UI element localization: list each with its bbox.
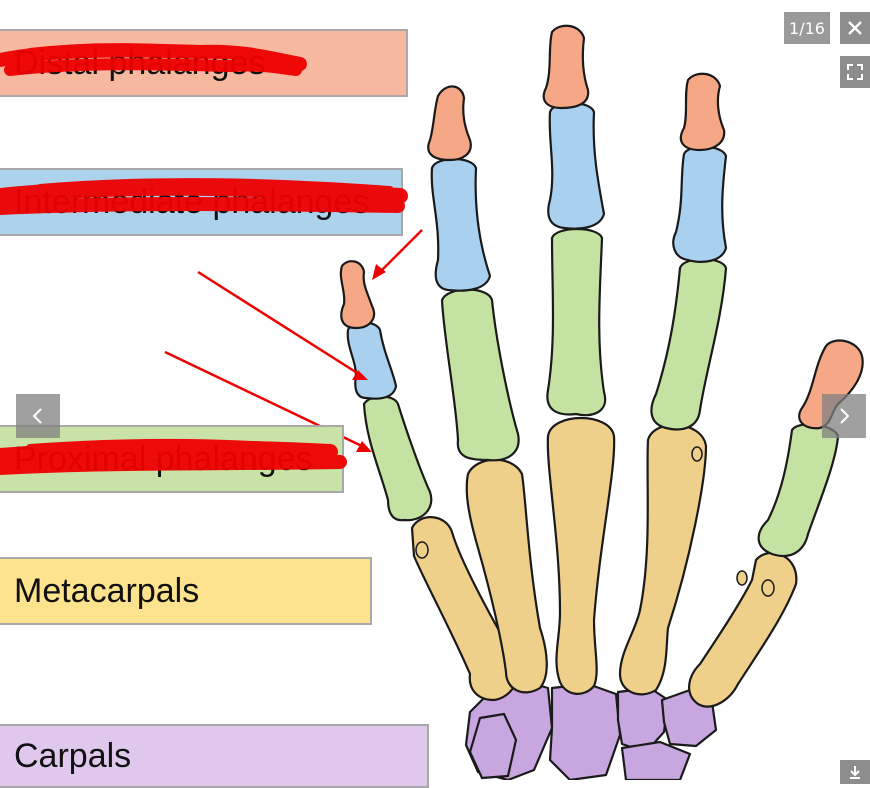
carpals-label: Carpals xyxy=(14,736,132,775)
next-button[interactable] xyxy=(822,394,866,438)
fullscreen-button[interactable] xyxy=(840,56,870,88)
close-button[interactable] xyxy=(840,12,870,44)
download-button[interactable] xyxy=(840,760,870,784)
carpals-label-box: Carpals xyxy=(0,724,429,788)
middle-phalanges-label-box: Intermediate phalanges xyxy=(0,168,403,236)
fullscreen-icon xyxy=(847,64,863,80)
distal-phalanges-label-box: Distal phalanges xyxy=(0,29,408,97)
download-icon xyxy=(850,766,860,779)
chevron-right-icon xyxy=(840,408,850,424)
distal-phalanges-label: Distal phalanges xyxy=(14,43,266,82)
close-icon xyxy=(848,21,862,35)
proximal-phalanges-label: Proximal phalanges xyxy=(14,439,313,478)
middle-phalanges-label: Intermediate phalanges xyxy=(14,182,370,221)
chevron-left-icon xyxy=(32,408,42,424)
metacarpals-label-box: Metacarpals xyxy=(0,557,372,625)
middle-phalanges xyxy=(346,101,728,400)
metacarpals-label: Metacarpals xyxy=(14,571,200,610)
previous-button[interactable] xyxy=(16,394,60,438)
carpal-bones xyxy=(464,678,718,780)
metacarpal-bones xyxy=(410,417,798,708)
proximal-phalanges xyxy=(362,228,840,558)
distal-phalanges xyxy=(339,24,864,430)
slide-counter: 1/16 xyxy=(784,12,830,44)
